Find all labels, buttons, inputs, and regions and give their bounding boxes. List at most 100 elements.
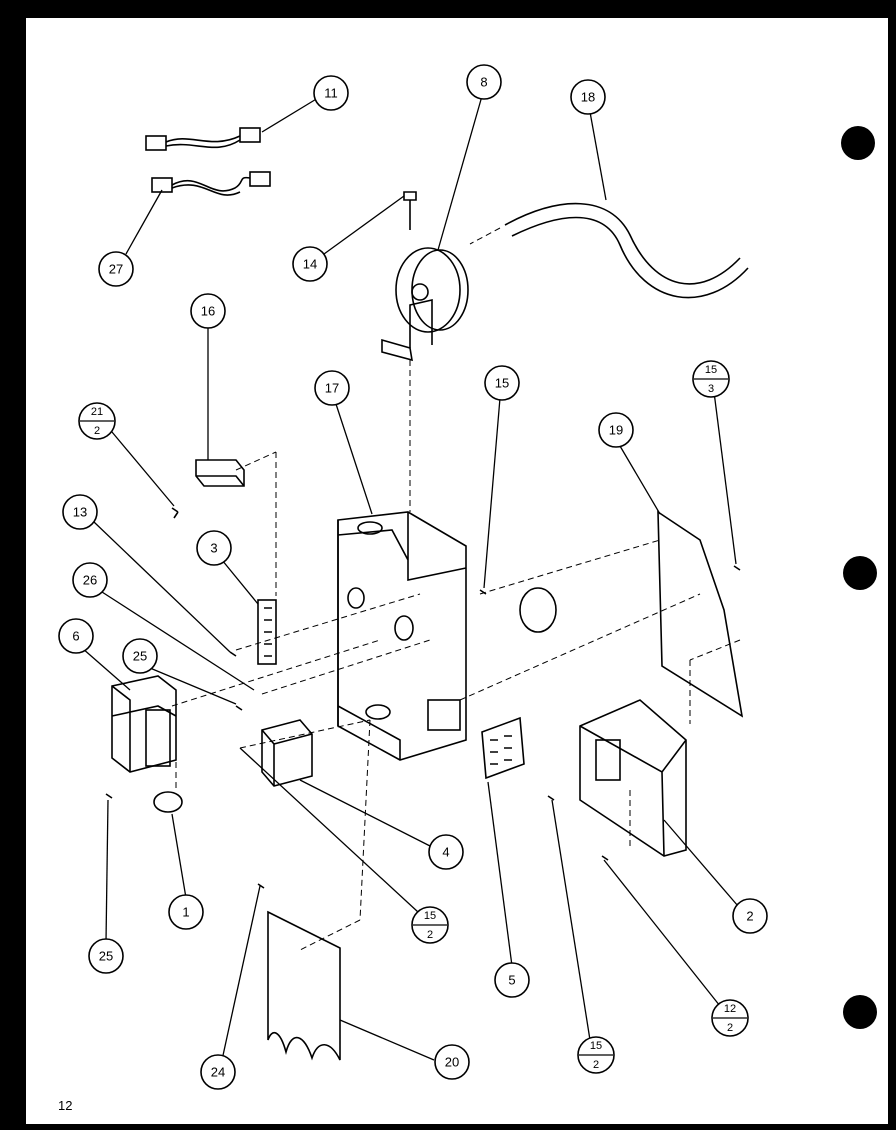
leader-line: [221, 559, 259, 605]
binder-hole: [843, 556, 877, 590]
fraction-top: 21: [91, 406, 103, 418]
gasket-ring: [519, 587, 557, 633]
callout-label: 3: [210, 541, 217, 556]
callout-16: 16: [190, 293, 226, 329]
leader-line: [93, 521, 231, 653]
assembly-line: [469, 227, 501, 245]
callout-label: 24: [211, 1065, 225, 1080]
callout-label: 25: [133, 649, 147, 664]
page-number: 12: [58, 1098, 73, 1113]
leader-line: [221, 885, 261, 1061]
callout-label: 16: [201, 304, 215, 319]
callout-27: 27: [98, 251, 134, 287]
callout-label: 4: [442, 845, 449, 860]
leader-line: [483, 397, 501, 589]
screws: [105, 507, 741, 889]
leader-line: [437, 95, 483, 251]
assembly-line: [235, 593, 421, 651]
callout-6: 6: [58, 618, 94, 654]
binder-hole: [843, 995, 877, 1029]
assembly-line: [689, 639, 741, 661]
callout-4: 4: [428, 834, 464, 870]
callout-fraction-12-2: 12 2: [711, 999, 749, 1037]
bushing-1: [153, 791, 183, 813]
callout-fraction-15-3: 15 3: [692, 360, 730, 398]
terminal-strip-3: [257, 599, 277, 665]
callout-14: 14: [292, 246, 328, 282]
assembly-line: [299, 919, 361, 951]
assembly-line: [235, 451, 277, 471]
callout-25: 25: [122, 638, 158, 674]
callout-3: 3: [196, 530, 232, 566]
leader-line: [663, 819, 739, 907]
callout-label: 25: [99, 949, 113, 964]
drawing-sheet: [26, 18, 888, 1124]
fraction-top: 15: [705, 364, 717, 376]
relay-4: [261, 719, 313, 787]
fraction-bottom: 3: [708, 383, 714, 395]
callout-1: 1: [168, 894, 204, 930]
callout-25: 25: [88, 938, 124, 974]
transformer-6: [111, 675, 177, 773]
fraction-bottom: 2: [94, 425, 100, 437]
leader-line: [261, 97, 319, 133]
callout-fraction-15-2: 15 2: [411, 906, 449, 944]
callout-20: 20: [434, 1044, 470, 1080]
assembly-line: [459, 593, 701, 701]
leader-line: [149, 667, 237, 705]
assembly-line: [261, 639, 431, 695]
callout-fraction-15-2: 15 2: [577, 1036, 615, 1074]
callout-24: 24: [200, 1054, 236, 1090]
leader-line: [713, 391, 737, 565]
callout-26: 26: [72, 562, 108, 598]
assembly-line: [359, 719, 371, 921]
fraction-bottom: 2: [427, 929, 433, 941]
callout-13: 13: [62, 494, 98, 530]
assembly-line: [171, 639, 381, 707]
circuit-board-5: [481, 716, 525, 780]
callout-label: 18: [581, 90, 595, 105]
fraction-top: 15: [590, 1040, 602, 1052]
callout-label: 15: [495, 376, 509, 391]
leader-line: [603, 859, 721, 1007]
assembly-line: [479, 539, 661, 595]
callout-label: 17: [325, 381, 339, 396]
leader-line: [171, 813, 187, 899]
leader-line: [339, 1019, 435, 1061]
callout-label: 20: [445, 1055, 459, 1070]
leader-line: [239, 747, 419, 913]
panel-20: [267, 910, 341, 1061]
callout-8: 8: [466, 64, 502, 100]
callout-18: 18: [570, 79, 606, 115]
wire-harness-11: [145, 127, 261, 151]
screw-14: [403, 191, 417, 230]
relay-16: [195, 459, 245, 487]
leader-line: [111, 431, 175, 507]
assembly-line: [239, 719, 371, 749]
leader-line: [551, 799, 591, 1041]
callout-label: 2: [746, 909, 753, 924]
callout-label: 13: [73, 505, 87, 520]
leader-line: [487, 781, 513, 967]
leader-line: [105, 799, 109, 943]
fraction-top: 12: [724, 1003, 736, 1015]
leader-line: [101, 591, 255, 691]
callout-label: 8: [480, 75, 487, 90]
fraction-bottom: 2: [593, 1059, 599, 1071]
callout-label: 6: [72, 629, 79, 644]
leader-line: [589, 111, 607, 201]
control-box-17: [337, 511, 467, 761]
leader-line: [335, 403, 373, 515]
callout-fraction-21-2: 21 2: [78, 402, 116, 440]
callout-19: 19: [598, 412, 634, 448]
cover-panel-19: [657, 510, 744, 718]
callout-label: 1: [182, 905, 189, 920]
callout-label: 26: [83, 573, 97, 588]
leader-line: [125, 189, 163, 255]
callout-15: 15: [484, 365, 520, 401]
callout-17: 17: [314, 370, 350, 406]
callout-label: 14: [303, 257, 317, 272]
callout-5: 5: [494, 962, 530, 998]
cover-box-2: [579, 699, 687, 857]
